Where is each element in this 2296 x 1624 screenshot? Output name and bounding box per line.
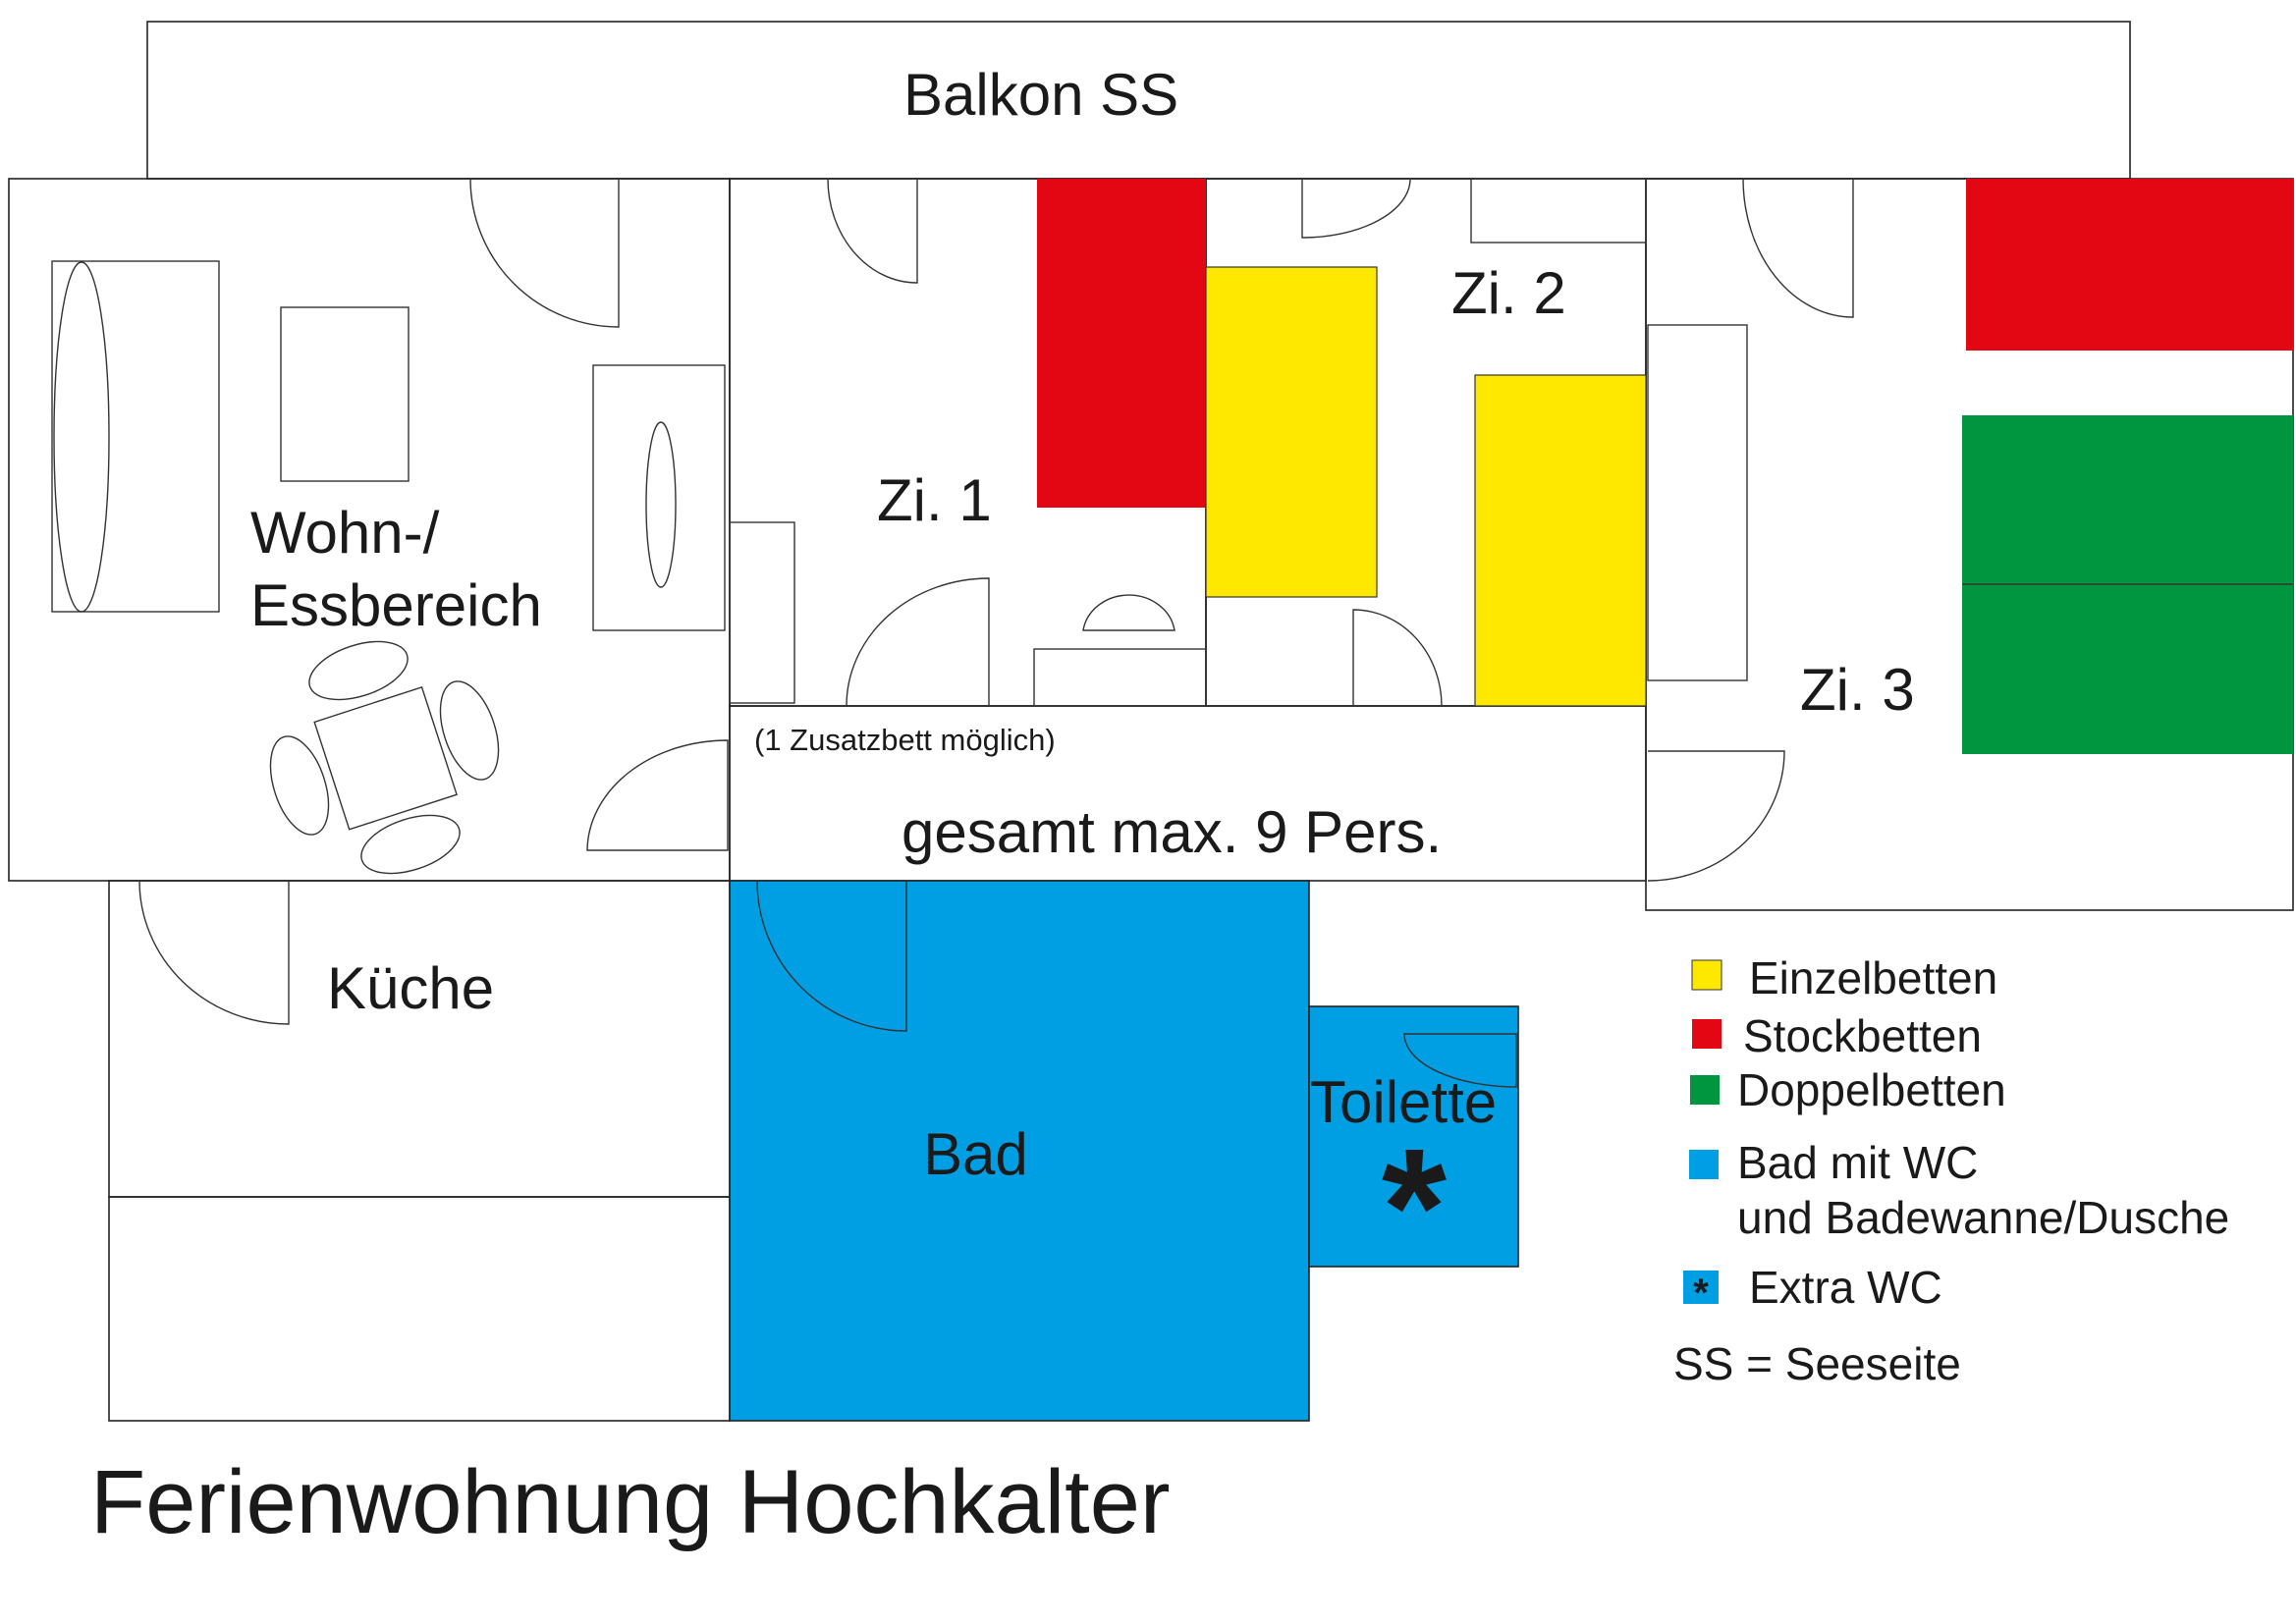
shelf-room-2 (1470, 178, 1647, 244)
balcony-label: Balkon SS (903, 62, 1178, 128)
wardrobe-room-1 (729, 521, 795, 704)
bunk-bed-room-3 (1966, 179, 2293, 351)
living-room-label-line2: Essbereich (250, 572, 542, 638)
kitchen-label: Küche (327, 955, 494, 1021)
room-2-label: Zi. 2 (1451, 260, 1566, 326)
bunk-bed-room-1 (1037, 179, 1206, 508)
single-bed-room-2-left (1205, 266, 1378, 598)
bathroom (729, 880, 1310, 1422)
dining-set (269, 640, 500, 875)
plan-title: Ferienwohnung Hochkalter (90, 1452, 1171, 1552)
living-room-label-line1: Wohn-/ (250, 500, 440, 566)
legend-swatch-stockbetten (1692, 1019, 1722, 1049)
legend-swatch-extra-wc-mark: * (1693, 1272, 1709, 1315)
legend-swatch-doppelbetten (1690, 1075, 1720, 1105)
storage-room (108, 1196, 731, 1422)
toilet (1308, 1005, 1519, 1268)
wardrobe-room-3 (1647, 324, 1748, 681)
legend-label-bad-line2: und Badewanne/Dusche (1737, 1192, 2229, 1243)
sofa-cushion (53, 261, 110, 613)
armchair (280, 306, 410, 482)
legend-label-extra-wc: Extra WC (1749, 1262, 1942, 1313)
toilet-label: Toilette (1310, 1069, 1497, 1135)
legend-label-einzelbetten: Einzelbetten (1749, 952, 1997, 1003)
bathroom-label: Bad (923, 1121, 1028, 1187)
single-bed-room-2-right (1474, 374, 1647, 707)
legend-label-doppelbetten: Doppelbetten (1737, 1064, 2006, 1115)
legend-footnote: SS = Seeseite (1673, 1338, 1961, 1389)
room-1-label: Zi. 1 (877, 467, 992, 533)
desk-room-1 (1033, 648, 1207, 707)
extra-bed-note: (1 Zusatzbett möglich) (754, 723, 1056, 757)
sideboard-oval (645, 421, 677, 588)
room-3-label: Zi. 3 (1800, 657, 1915, 723)
legend: Einzelbetten Stockbetten Doppelbetten Ba… (1673, 952, 2229, 1389)
legend-swatch-extra-wc (1683, 1271, 1719, 1304)
sofa (51, 260, 220, 613)
legend-swatch-bad (1689, 1150, 1719, 1179)
legend-swatch-einzelbetten (1691, 959, 1722, 991)
toilet-asterisk: * (1382, 1114, 1447, 1301)
legend-label-bad-line1: Bad mit WC (1737, 1137, 1978, 1188)
legend-label-stockbetten: Stockbetten (1743, 1010, 1982, 1061)
door-swings (138, 178, 1854, 1088)
capacity-note: gesamt max. 9 Pers. (902, 799, 1442, 865)
sideboard (592, 364, 726, 631)
kitchen (108, 880, 731, 1198)
stool-room-1 (1082, 594, 1175, 631)
